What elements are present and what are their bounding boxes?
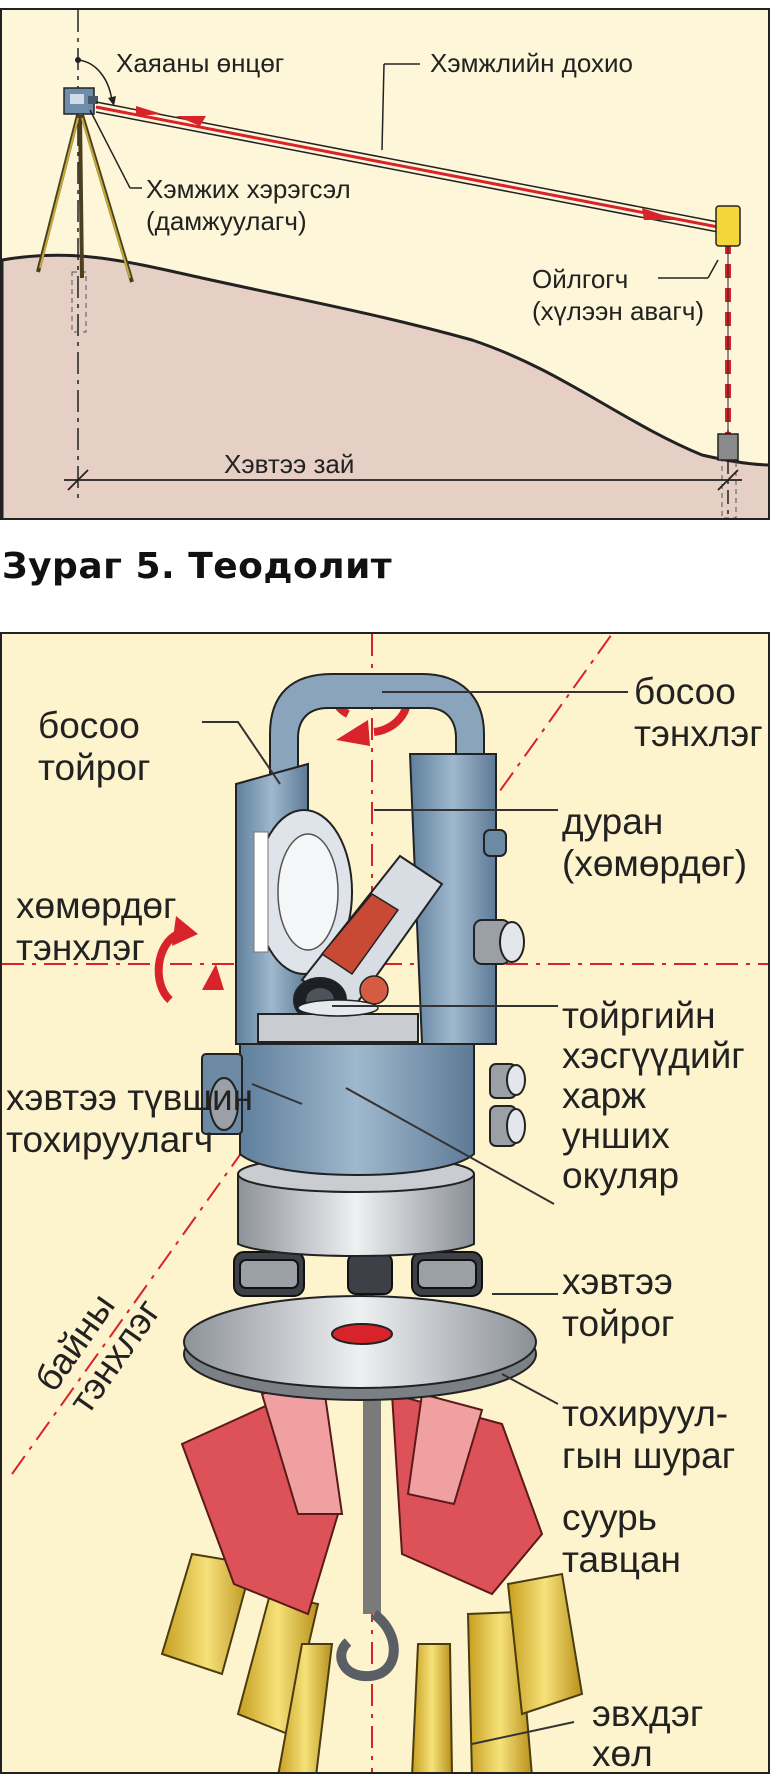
label-leveling-screw-2: гын шураг	[562, 1435, 735, 1476]
zenith-angle-arc	[77, 59, 113, 103]
signal-arrow-return	[176, 116, 206, 126]
measurement-signal	[95, 101, 719, 233]
label-tilt-axis-1: хөмөрдөг	[16, 885, 176, 926]
label-instrument-line2: (дамжуулагч)	[146, 206, 307, 236]
reflector-pole	[715, 205, 741, 461]
label-telescope-2: (хөмөрдөг)	[562, 843, 747, 884]
theodolite-diagram: босоо тэнхлэг босоо тойрог дуран (хөмөрд…	[0, 632, 770, 1774]
label-zenith-angle: Хаяаны өнцөг	[116, 48, 284, 78]
label-reading-eyepiece-5: окуляр	[562, 1155, 679, 1196]
label-horizontal-distance: Хэвтээ зай	[224, 449, 354, 479]
label-horizontal-circle-2: тойрог	[562, 1303, 674, 1344]
ground-marker-right	[721, 457, 737, 518]
label-vertical-circle-1: босоо	[38, 705, 140, 746]
adjustment-knobs	[473, 829, 526, 1147]
label-measurement-signal: Хэмжлийн дохио	[430, 48, 633, 78]
label-reflector-line1: Ойлгогч	[532, 264, 628, 294]
label-instrument-line1: Хэмжих хэрэгсэл	[146, 174, 351, 204]
plumb-hook	[336, 1609, 399, 1682]
label-base-plate-1: суурь	[562, 1497, 657, 1538]
label-reflector-line2: (хүлээн авагч)	[532, 296, 704, 326]
distance-measurement-diagram: Хэвтээ зай Хаяаны өнцөг	[0, 8, 770, 520]
label-leveling-screw-1: тохируул-	[562, 1393, 728, 1434]
leader-lines	[202, 691, 628, 1745]
label-level-2: тохируулагч	[6, 1119, 213, 1160]
label-tilt-axis-2: тэнхлэг	[16, 927, 145, 968]
label-base-plate-2: тавцан	[562, 1539, 681, 1580]
distance-measurement-svg: Хэвтээ зай Хаяаны өнцөг	[2, 10, 768, 518]
base-plate	[183, 1295, 537, 1401]
level-plate	[257, 1013, 419, 1043]
tripod-leg-heads	[180, 1372, 544, 1616]
label-vertical-axis-1: босоо	[634, 671, 736, 712]
label-vertical-axis-2: тэнхлэг	[634, 713, 763, 754]
theodolite-svg: босоо тэнхлэг босоо тойрог дуран (хөмөрд…	[2, 634, 768, 1774]
label-reading-eyepiece-1: тойргийн	[562, 995, 716, 1036]
distance-tick-right	[717, 469, 739, 491]
tripod-legs	[160, 1552, 584, 1772]
label-reading-eyepiece-2: хэсгүүдийг	[562, 1035, 745, 1076]
right-standard	[408, 753, 497, 1045]
horizontal-circle-housing	[239, 1043, 475, 1176]
signal-arrow-outgoing	[642, 208, 678, 220]
label-level-1: хэвтээ түвшин	[6, 1077, 253, 1118]
tilt-rotation-arrow	[154, 930, 181, 1003]
total-station-icon	[63, 87, 98, 115]
label-tripod-leg-1: эвхдэг	[592, 1693, 703, 1734]
label-telescope-1: дуран	[562, 801, 663, 842]
label-reading-eyepiece-4: унших	[562, 1115, 670, 1156]
leveling-screws	[233, 1251, 483, 1297]
label-tripod-leg-2: хөл	[592, 1733, 653, 1774]
ground-marker-left	[71, 271, 87, 333]
distance-tick-left	[67, 469, 89, 491]
figure-caption: Зураг 5. Теодолит	[2, 546, 393, 587]
label-horizontal-circle-1: хэвтээ	[562, 1261, 673, 1302]
ground-profile	[2, 253, 768, 518]
label-reading-eyepiece-3: харж	[562, 1075, 646, 1116]
handle	[269, 673, 485, 805]
reflector-prism	[715, 205, 741, 247]
tribrach	[237, 1173, 475, 1257]
label-vertical-circle-2: тойрог	[38, 747, 150, 788]
